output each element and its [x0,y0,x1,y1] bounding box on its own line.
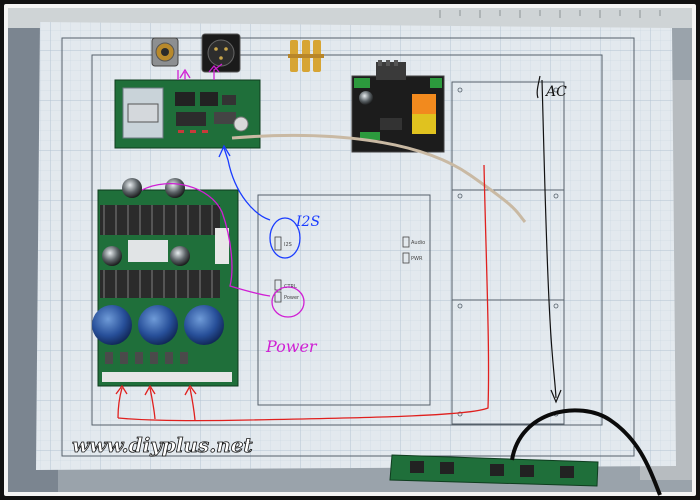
front-panel-pcb [389,454,599,487]
i2s-label: I2S [295,214,320,230]
shielded-cable [231,133,527,223]
grid-label-power: Power [284,295,300,301]
ac-cable [510,408,662,496]
rca-connector [151,37,179,67]
amplifier-pcb [92,178,239,387]
pencil-outlines [61,37,635,457]
power-label: Power [265,337,318,356]
watermark: www.diyplus.net [72,433,253,457]
xlr-connector [201,33,241,73]
red-wiring-annotation [115,164,490,422]
ac-label: AC [544,84,567,100]
gold-terminals [288,40,324,72]
grid-label-audio: Audio [411,240,425,246]
ruler [8,8,692,28]
grid-label-pwr: PWR [411,256,423,262]
magenta-power-annotation [141,63,305,318]
ac-annotation [536,75,562,404]
grid-label-i2s: I2S [284,242,292,248]
blue-i2s-annotation [218,144,301,259]
